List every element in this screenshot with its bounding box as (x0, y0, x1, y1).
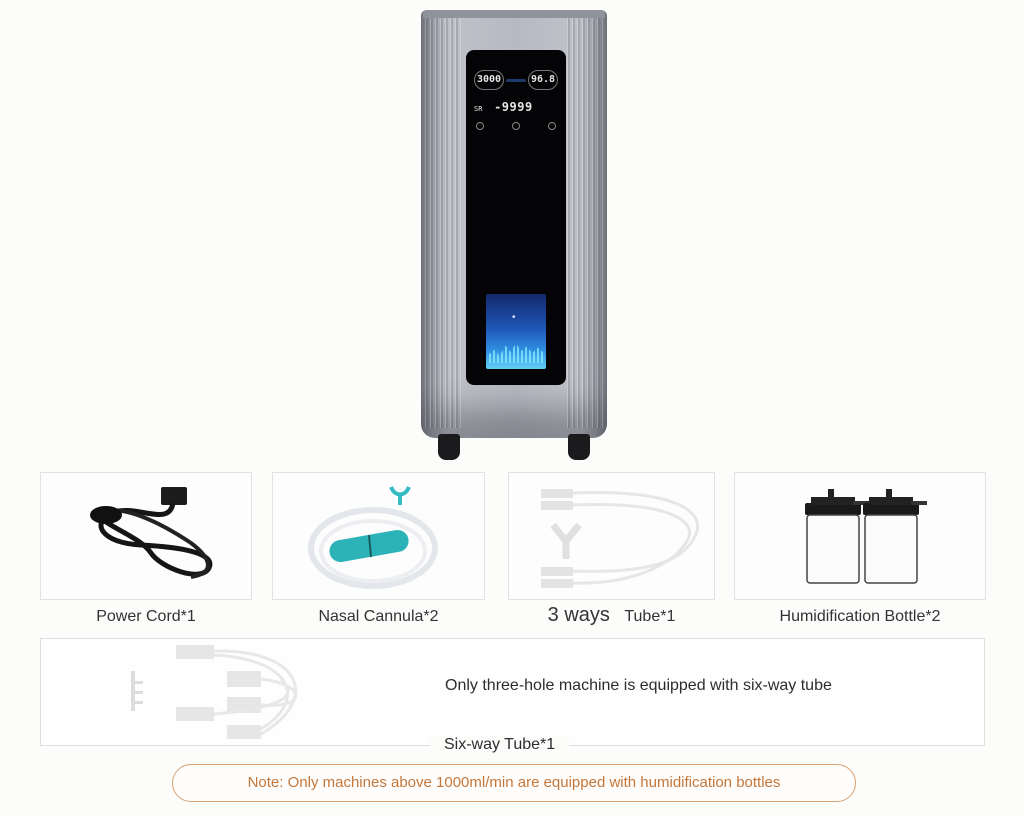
panel-buttons (476, 122, 556, 130)
machine-top (423, 10, 605, 18)
timer-button-icon (548, 122, 556, 130)
humidification-note: Note: Only machines above 1000ml/min are… (172, 764, 856, 802)
water-drop-icon: • (512, 312, 516, 323)
timer-label: SR (474, 105, 483, 113)
power-cord-card (40, 472, 252, 600)
three-way-tube-icon (541, 489, 700, 588)
power-cord-icon (90, 487, 213, 579)
caster-wheel-left (438, 434, 460, 460)
humidification-bottle-caption: Humidification Bottle*2 (779, 608, 941, 625)
equalizer-bars (489, 343, 543, 363)
caster-wheel-right (568, 434, 590, 460)
three-way-tube-card (508, 472, 715, 600)
power-cord-caption: Power Cord*1 (96, 608, 196, 625)
machine-body: 3000 96.8 SR -9999 • (421, 10, 607, 438)
status-screen: • (486, 294, 546, 369)
gauge-link (506, 79, 526, 82)
control-panel: 3000 96.8 SR -9999 • (466, 50, 566, 385)
six-way-caption: Six-way Tube*1 (430, 736, 570, 754)
six-way-tube-card (40, 638, 985, 746)
flow-gauge: 3000 (474, 70, 504, 90)
humidification-bottle-icon (805, 489, 927, 584)
flow-button-icon (512, 122, 520, 130)
machine-grooves-left (425, 18, 461, 428)
six-way-description: Only three-hole machine is equipped with… (445, 677, 832, 694)
humidification-bottle-card (734, 472, 986, 600)
three-way-tube-caption: 3 ways Tube*1 (508, 604, 715, 627)
nasal-cannula-caption: Nasal Cannula*2 (318, 608, 439, 625)
three-way-label: Tube*1 (624, 608, 676, 625)
machine-grooves-right (567, 18, 603, 428)
concentration-gauge: 96.8 (528, 70, 558, 90)
timer-readout: SR -9999 (474, 96, 533, 115)
oxygen-concentrator-image: 3000 96.8 SR -9999 • (421, 10, 607, 460)
nasal-cannula-icon (308, 486, 438, 589)
timer-value: -9999 (494, 100, 533, 114)
three-way-prefix: 3 ways (547, 604, 610, 626)
nasal-cannula-card (272, 472, 485, 600)
power-button-icon (476, 122, 484, 130)
six-way-tube-icon (131, 645, 298, 739)
